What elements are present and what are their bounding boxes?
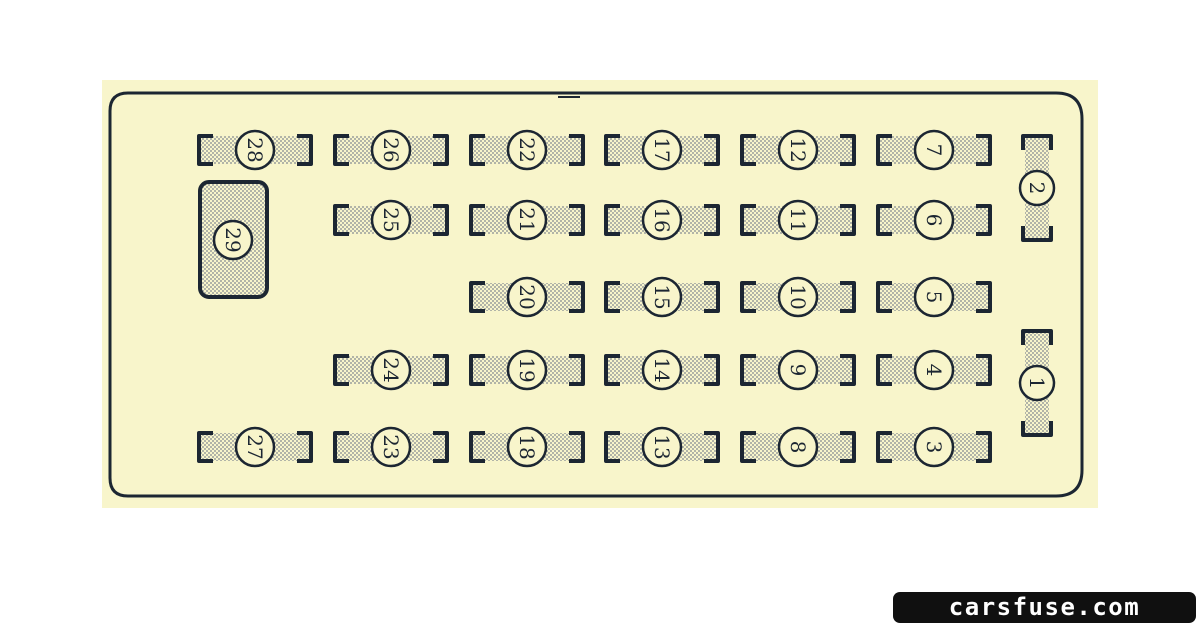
- fuse-number: 5: [922, 291, 946, 304]
- fuse-slot: 23: [333, 426, 449, 468]
- fuse-slot: 22: [469, 129, 585, 171]
- fuse-number: 23: [379, 434, 403, 459]
- fuse-slot: 3: [876, 426, 992, 468]
- fuse-number: 29: [221, 227, 245, 252]
- fuse-slot: 17: [604, 129, 720, 171]
- fuse-slot: 4: [876, 349, 992, 391]
- fuse-number: 11: [786, 207, 810, 232]
- fuse-slot: 10: [740, 276, 856, 318]
- fuse-number: 28: [243, 137, 267, 162]
- fuse-slot: 12: [740, 129, 856, 171]
- fuse-number: 18: [515, 434, 539, 459]
- fuse-slot: 7: [876, 129, 992, 171]
- fuse-number: 6: [922, 214, 946, 227]
- fuse-number: 12: [786, 137, 810, 162]
- fuse-number: 25: [379, 207, 403, 232]
- fuse-number: 17: [650, 137, 674, 162]
- fuse-slot: 13: [604, 426, 720, 468]
- fuse-number: 13: [650, 434, 674, 459]
- fuse-slot: 9: [740, 349, 856, 391]
- fuse-slot: 14: [604, 349, 720, 391]
- fuse-number: 19: [515, 357, 539, 382]
- fuse-slot-large: 29: [198, 180, 269, 299]
- fuse-number: 26: [379, 137, 403, 162]
- fuse-number: 10: [786, 284, 810, 309]
- fuse-number: 20: [515, 284, 539, 309]
- fuse-number: 7: [922, 144, 946, 157]
- fuse-slot: 19: [469, 349, 585, 391]
- fuse-slot: 11: [740, 199, 856, 241]
- fuse-number: 4: [922, 364, 946, 377]
- fuse-slot: 5: [876, 276, 992, 318]
- fuse-number: 9: [786, 364, 810, 377]
- fuse-number: 24: [379, 357, 403, 382]
- fuse-slot: 18: [469, 426, 585, 468]
- fuse-number: 15: [650, 284, 674, 309]
- fuse-slot: 21: [469, 199, 585, 241]
- fuse-slot: 20: [469, 276, 585, 318]
- fuse-number: 3: [922, 441, 946, 454]
- fuse-slot-vertical: 1: [1018, 329, 1056, 437]
- fuse-slot: 27: [197, 426, 313, 468]
- fuse-number: 14: [650, 357, 674, 382]
- fuse-number: 16: [650, 207, 674, 232]
- fuse-slot: 25: [333, 199, 449, 241]
- carsfuse-watermark: carsfuse.com: [893, 592, 1196, 623]
- fuse-slot: 6: [876, 199, 992, 241]
- fuse-number: 2: [1025, 182, 1049, 195]
- fuse-number: 21: [515, 207, 539, 232]
- fuse-number: 27: [243, 434, 267, 459]
- fuse-box-outline: [108, 91, 1084, 498]
- fuse-slot: 24: [333, 349, 449, 391]
- fuse-slot: 16: [604, 199, 720, 241]
- fuse-slot: 8: [740, 426, 856, 468]
- fuse-slot: 28: [197, 129, 313, 171]
- fuse-slot-vertical: 2: [1018, 134, 1056, 242]
- fuse-slot: 26: [333, 129, 449, 171]
- fuse-number: 8: [786, 441, 810, 454]
- fuse-slot: 15: [604, 276, 720, 318]
- fuse-number: 1: [1025, 377, 1049, 390]
- fuse-number: 22: [515, 137, 539, 162]
